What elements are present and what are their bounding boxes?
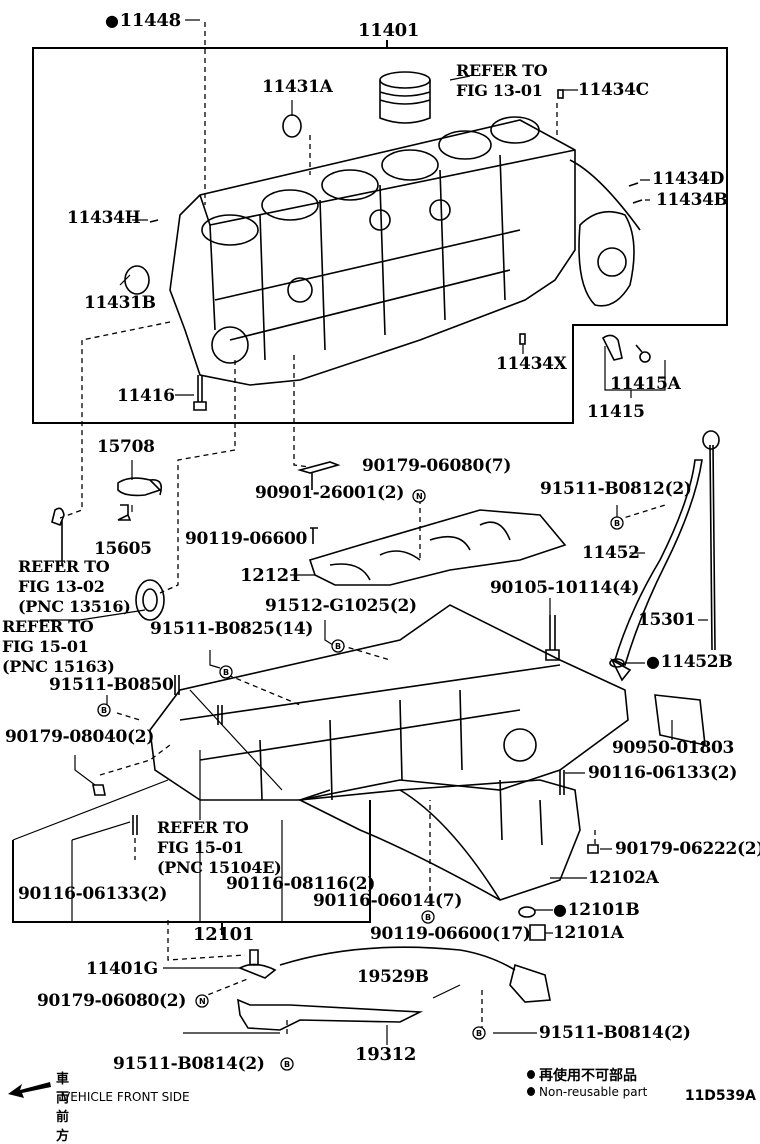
part-label-11401[interactable]: 11401 <box>358 20 420 41</box>
refer-line: FIG 15-01 <box>2 637 89 656</box>
part-label-19529B[interactable]: 19529B <box>357 967 429 987</box>
part-label-91511-b0825-14[interactable]: 91511-B0825(14) <box>150 619 314 639</box>
part-label-11434C[interactable]: 11434C <box>578 80 649 100</box>
bolt-marker-b-90119-06600-17: B <box>421 910 435 924</box>
parts-diagram-artwork: N B B B B B N B B <box>12 19 728 1071</box>
svg-text:B: B <box>223 668 229 677</box>
bolt-marker-b-91511-b0825: B <box>219 665 233 679</box>
cylinder-block-group-frame <box>32 47 728 424</box>
svg-text:B: B <box>335 642 341 651</box>
part-label-90179-06080-7[interactable]: 90179-06080(7) <box>362 456 512 476</box>
part-label-15301[interactable]: 15301 <box>638 610 696 630</box>
svg-text:B: B <box>284 1060 290 1069</box>
refer-to-fig-15-01-pnc-15104e[interactable]: REFER TO FIG 15-01 (PNC 15104E) <box>157 818 282 878</box>
part-label-90116-06133-2-right[interactable]: 90116-06133(2) <box>588 763 738 783</box>
arrow-left-icon <box>8 1082 51 1098</box>
svg-text:N: N <box>416 492 423 501</box>
direction-label-cjk: 車両前方 <box>56 1072 70 1144</box>
non-reusable-bullet-icon <box>527 1087 535 1096</box>
legend-label-cjk: 再使用不可部品 <box>539 1067 637 1084</box>
svg-text:B: B <box>614 519 620 528</box>
refer-line: (PNC 13516) <box>18 597 131 616</box>
bolt-marker-b-91512-g1025: B <box>331 639 345 653</box>
non-reusable-bullet-icon <box>527 1070 535 1079</box>
part-label-11415A[interactable]: 11415A <box>610 374 681 394</box>
part-label-91511-b0812-2[interactable]: 91511-B0812(2) <box>540 479 692 499</box>
nut-marker-n-90179-06080-7: N <box>412 489 426 503</box>
part-label-90116-06014-7[interactable]: 90116-06014(7) <box>313 891 463 911</box>
refer-to-fig-13-02[interactable]: REFER TO FIG 13-02 (PNC 13516) <box>18 557 131 617</box>
refer-line: REFER TO <box>2 617 94 636</box>
refer-line: FIG 13-01 <box>456 81 543 100</box>
svg-text:B: B <box>101 706 107 715</box>
part-label-90950-01803[interactable]: 90950-01803 <box>612 738 735 758</box>
part-label-19312[interactable]: 19312 <box>355 1044 417 1065</box>
part-label-15708[interactable]: 15708 <box>97 437 155 457</box>
part-label-11452B[interactable]: 11452B <box>646 652 733 672</box>
svg-text:N: N <box>199 997 206 1006</box>
part-label-90119-06600-17[interactable]: 90119-06600(17) <box>370 924 531 944</box>
svg-text:B: B <box>476 1029 482 1038</box>
part-label-90179-06080-2[interactable]: 90179-06080(2) <box>37 991 187 1011</box>
svg-text:B: B <box>425 913 431 922</box>
refer-to-fig-15-01-pnc-15163[interactable]: REFER TO FIG 15-01 (PNC 15163) <box>2 617 115 677</box>
leader-block-to-15708 <box>59 321 171 519</box>
part-label-91511-b0814-2-left[interactable]: 91511-B0814(2) <box>113 1054 265 1074</box>
part-label-11401G[interactable]: 11401G <box>86 959 158 979</box>
part-label-91511-b0850[interactable]: 91511-B0850 <box>49 675 174 695</box>
part-label-90116-08116-2[interactable]: 90116-08116(2) <box>226 874 376 894</box>
part-label-11415[interactable]: 11415 <box>587 402 645 422</box>
part-label-11416[interactable]: 11416 <box>117 386 175 406</box>
direction-label-en: VEHICLE FRONT SIDE <box>62 1090 190 1104</box>
legend-row-en: Non-reusable part <box>527 1083 647 1100</box>
refer-to-fig-13-01[interactable]: REFER TO FIG 13-01 <box>456 61 548 101</box>
oil-pan-illustration <box>51 430 720 1031</box>
part-label-11434H[interactable]: 11434H <box>67 208 141 228</box>
bolt-marker-b-91511-b0812: B <box>610 516 624 530</box>
bolt-marker-b-91511-b0850: B <box>97 703 111 717</box>
part-label-11431A[interactable]: 11431A <box>262 77 333 97</box>
part-label-90105-10114-4[interactable]: 90105-10114(4) <box>490 578 640 598</box>
refer-line: REFER TO <box>456 61 548 80</box>
legend: 再使用不可部品 Non-reusable part <box>527 1066 647 1100</box>
part-label-15605[interactable]: 15605 <box>94 539 152 559</box>
part-label-91511-b0814-2-right[interactable]: 91511-B0814(2) <box>539 1023 691 1043</box>
part-number-text: 11448 <box>119 10 181 31</box>
part-number-text: 11452B <box>660 652 733 672</box>
part-number-text: 12101B <box>567 900 640 920</box>
legend-row-cjk: 再使用不可部品 <box>527 1066 647 1084</box>
part-label-90901-26001-2[interactable]: 90901-26001(2) <box>255 483 405 503</box>
refer-line: FIG 15-01 <box>157 838 244 857</box>
refer-line: FIG 13-02 <box>18 577 105 596</box>
part-label-11434X[interactable]: 11434X <box>496 354 567 374</box>
part-label-12101A[interactable]: 12101A <box>553 923 624 943</box>
legend-label-en: Non-reusable part <box>539 1084 648 1099</box>
nut-marker-n-90179-06080-2: N <box>195 994 209 1008</box>
part-label-90179-06222-2[interactable]: 90179-06222(2) <box>615 839 760 859</box>
bolt-marker-b-91511-b0814-right: B <box>472 1026 486 1040</box>
cylinder-block-illustration <box>124 71 651 411</box>
figure-code: 11D539A <box>684 1088 756 1104</box>
refer-line: (PNC 15104E) <box>157 858 282 877</box>
part-label-11434D[interactable]: 11434D <box>652 169 725 189</box>
part-label-11434B[interactable]: 11434B <box>656 190 728 210</box>
part-label-11448[interactable]: 11448 <box>105 12 181 30</box>
part-label-90116-06133-2-left[interactable]: 90116-06133(2) <box>18 884 168 904</box>
part-label-91512-g1025-2[interactable]: 91512-G1025(2) <box>265 596 417 616</box>
refer-line: REFER TO <box>18 557 110 576</box>
part-label-90179-08040-2[interactable]: 90179-08040(2) <box>5 727 155 747</box>
part-label-12101[interactable]: 12101 <box>193 924 255 945</box>
part-label-11431B[interactable]: 11431B <box>84 293 156 313</box>
bolt-marker-b-91511-b0814-left: B <box>280 1057 294 1071</box>
part-label-12102A[interactable]: 12102A <box>588 868 659 888</box>
part-label-12121[interactable]: 12121 <box>240 565 302 586</box>
refer-line: (PNC 15163) <box>2 657 115 676</box>
part-label-11452[interactable]: 11452 <box>582 543 640 563</box>
refer-line: REFER TO <box>157 818 249 837</box>
part-label-90119-06600[interactable]: 90119-06600 <box>185 529 308 549</box>
part-label-12101B[interactable]: 12101B <box>553 900 640 920</box>
